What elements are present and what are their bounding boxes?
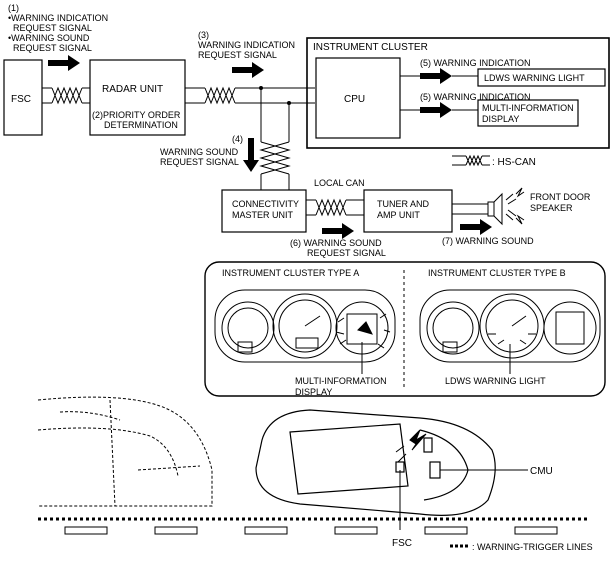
ldws-light-box — [477, 68, 606, 87]
speaker-icon — [487, 192, 503, 226]
signal-7-label: (7) WARNING SOUND — [442, 236, 534, 246]
arrow-icon — [420, 68, 452, 84]
type-a-mid-line2: DISPLAY — [295, 387, 332, 397]
gauge-icon — [479, 293, 545, 359]
arrow-icon — [322, 223, 354, 239]
tuner-label-line1: TUNER AND — [377, 199, 430, 209]
tuner-label-line2: AMP UNIT — [377, 210, 420, 220]
instrument-cluster-title: INSTRUMENT CLUSTER — [313, 42, 428, 53]
cmu-label-line2: MASTER UNIT — [232, 210, 294, 220]
speaker-label-line1: FRONT DOOR — [530, 192, 591, 202]
instrument-cluster-box — [306, 37, 610, 149]
signal-6-line2: REQUEST SIGNAL — [307, 248, 386, 258]
ldws-light-label: LDWS WARNING LIGHT — [484, 73, 585, 83]
connectivity-master-unit-box — [221, 189, 307, 233]
type-b-ldws-label: LDWS WARNING LIGHT — [445, 376, 546, 386]
trigger-legend-label: : WARNING-TRIGGER LINES — [472, 542, 593, 552]
signal-1-line-a1: •WARNING INDICATION — [8, 13, 108, 23]
local-can-label: LOCAL CAN — [314, 178, 365, 188]
arrow-icon — [232, 62, 264, 78]
gauge-icon — [272, 293, 338, 359]
car-icon — [255, 409, 496, 516]
signal-5a-label: (5) WARNING INDICATION — [420, 58, 531, 68]
signal-4-line1: WARNING SOUND — [160, 147, 239, 157]
fsc-label: FSC — [11, 94, 31, 105]
cluster-type-a-gauges — [214, 289, 396, 363]
twisted-pair-icon — [259, 141, 291, 175]
signal-1-number: (1) — [8, 3, 19, 13]
signal-4-number: (4) — [232, 134, 243, 144]
signal-1-line-b1: •WARNING SOUND — [8, 33, 90, 43]
cpu-box — [315, 57, 401, 139]
radar-priority-line2: DETERMINATION — [104, 120, 178, 130]
twisted-pair-icon — [306, 198, 364, 217]
tuner-amp-unit-box — [363, 189, 453, 233]
radar-priority-line1: (2)PRIORITY ORDER — [92, 110, 181, 120]
twisted-pair-icon — [42, 86, 90, 105]
cluster-type-a-title: INSTRUMENT CLUSTER TYPE A — [222, 268, 359, 278]
cpu-label: CPU — [344, 94, 365, 105]
signal-6-line1: (6) WARNING SOUND — [290, 238, 382, 248]
arrow-icon — [48, 55, 80, 71]
gauge-icon — [426, 301, 480, 355]
car-icon — [37, 396, 213, 507]
fsc-box — [3, 59, 43, 136]
cmu-label-line1: CONNECTIVITY — [232, 199, 299, 209]
arrow-icon — [460, 219, 492, 235]
radar-unit-label: RADAR UNIT — [102, 84, 163, 95]
type-a-mid-line1: MULTI-INFORMATION — [295, 376, 387, 386]
signal-1-line-b2: REQUEST SIGNAL — [13, 43, 92, 53]
fsc-callout-label: FSC — [392, 538, 412, 549]
multi-info-display-box — [477, 99, 579, 127]
radar-unit-box — [89, 59, 186, 136]
signal-3-line2: REQUEST SIGNAL — [198, 50, 277, 60]
signal-1-line-a2: REQUEST SIGNAL — [13, 23, 92, 33]
lane-markings — [64, 526, 558, 535]
arrow-icon — [420, 102, 452, 118]
hs-can-legend: : HS-CAN — [452, 154, 536, 168]
cluster-type-b-title: INSTRUMENT CLUSTER TYPE B — [428, 268, 566, 278]
sound-wave-icon — [505, 187, 525, 225]
signal-3-line1: WARNING INDICATION — [198, 40, 295, 50]
signal-5b-label: (5) WARNING INDICATION — [420, 92, 531, 102]
hs-can-legend-label: : HS-CAN — [492, 157, 536, 168]
signal-4-line2: REQUEST SIGNAL — [160, 157, 239, 167]
warning-spark-icon — [409, 429, 427, 451]
mid-label-line2: DISPLAY — [482, 114, 519, 124]
speaker-label-line2: SPEAKER — [530, 203, 573, 213]
cluster-types-panel — [204, 261, 606, 397]
arrow-icon — [243, 138, 259, 172]
mid-label-line1: MULTI-INFORMATION — [482, 103, 574, 113]
cmu-callout-label: CMU — [530, 466, 553, 477]
gauge-icon — [221, 301, 275, 355]
signal-3-number: (3) — [198, 30, 209, 40]
twisted-pair-icon — [185, 86, 236, 105]
